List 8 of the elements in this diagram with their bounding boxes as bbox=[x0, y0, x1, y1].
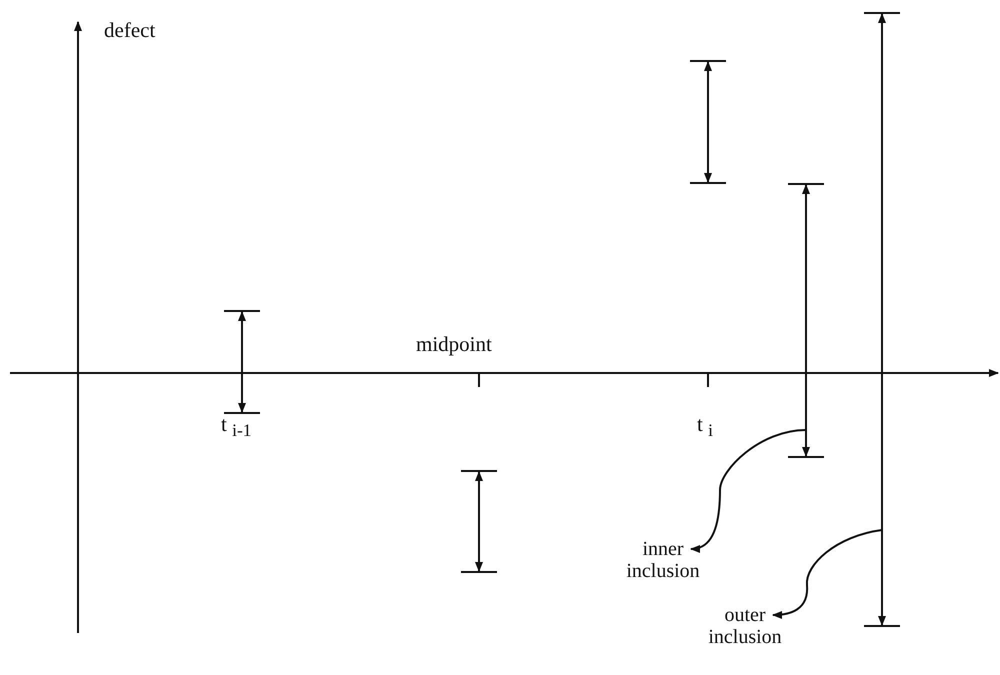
axis-tick-label: t $_{i-1}$ bbox=[221, 412, 252, 442]
axis-tick-label: t $_{i}$ bbox=[697, 412, 713, 442]
axis-tick-label: midpoint bbox=[416, 332, 492, 357]
callout-text: inner inclusion bbox=[625, 538, 701, 582]
axis-label: defect bbox=[104, 18, 156, 43]
leader-line bbox=[772, 529, 882, 619]
callout-text: outer inclusion bbox=[707, 604, 783, 648]
leader-line bbox=[690, 429, 806, 552]
